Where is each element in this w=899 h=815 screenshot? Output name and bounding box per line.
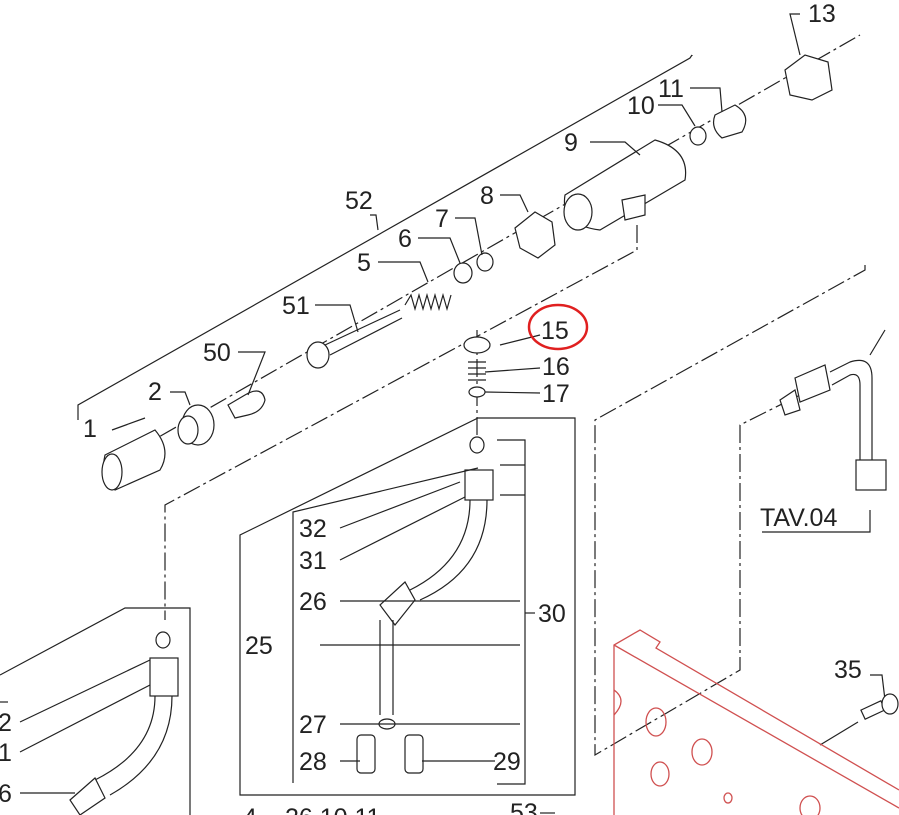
part-tav04-pipe	[779, 329, 887, 491]
label-6: 6	[398, 225, 412, 253]
label-27: 27	[299, 711, 327, 739]
label-25: 25	[245, 632, 273, 660]
part-35-screw	[819, 693, 899, 746]
frame-panel	[613, 629, 899, 815]
label-28: 28	[299, 748, 327, 776]
label-1: 1	[83, 415, 97, 443]
label-16: 16	[542, 353, 570, 381]
part-17-seal	[468, 386, 486, 398]
label-9: 9	[564, 129, 578, 157]
part-5-spring	[404, 292, 452, 312]
label-left-2: 2	[0, 709, 12, 737]
part-11-fitting	[712, 104, 747, 139]
label-31: 31	[299, 547, 327, 575]
label-15: 15	[541, 317, 569, 345]
part-2-ring	[177, 404, 215, 446]
part-6-washer	[453, 262, 473, 284]
part-1-knob	[101, 429, 166, 491]
label-tav04: TAV.04	[760, 504, 837, 532]
label-26: 26	[299, 588, 327, 616]
part-51-shaft	[306, 309, 403, 369]
label-8: 8	[480, 182, 494, 210]
part-9-body	[563, 139, 687, 231]
label-29: 29	[493, 748, 521, 776]
axis-line-down	[164, 225, 638, 620]
label-35: 35	[834, 656, 862, 684]
label-50: 50	[203, 339, 231, 367]
highlight-circle-15	[527, 303, 589, 351]
label-5: 5	[357, 249, 371, 277]
label-10: 10	[627, 92, 655, 120]
label-51: 51	[282, 292, 310, 320]
label-bottom-group: 26 10 11	[285, 804, 380, 815]
part-15-oring	[463, 336, 491, 354]
part-10-washer	[689, 126, 707, 146]
label-30: 30	[538, 600, 566, 628]
leader-lines	[111, 13, 886, 785]
part-8-nut	[514, 211, 556, 259]
label-left-6: 6	[0, 780, 12, 808]
part-50-nozzle	[227, 390, 266, 419]
assembly-bracket-52	[77, 54, 693, 420]
label-17: 17	[542, 380, 570, 408]
part-16-spring	[468, 361, 486, 381]
part-30-tube	[356, 436, 494, 774]
label-53: 53	[510, 799, 538, 815]
part-13-nut	[784, 54, 833, 101]
left-partial-assembly	[0, 607, 191, 815]
part-7-washer	[476, 252, 494, 272]
label-left-1: 1	[0, 739, 12, 767]
axis-line-right	[594, 265, 866, 757]
label-13: 13	[808, 0, 836, 28]
label-bottom-4: 4	[243, 804, 257, 815]
label-32: 32	[299, 515, 327, 543]
label-11: 11	[658, 75, 684, 103]
label-52: 52	[345, 187, 373, 215]
label-2: 2	[148, 378, 162, 406]
label-7: 7	[435, 205, 449, 233]
axis-line-main	[109, 34, 861, 466]
assembly-frame-30	[239, 417, 576, 796]
